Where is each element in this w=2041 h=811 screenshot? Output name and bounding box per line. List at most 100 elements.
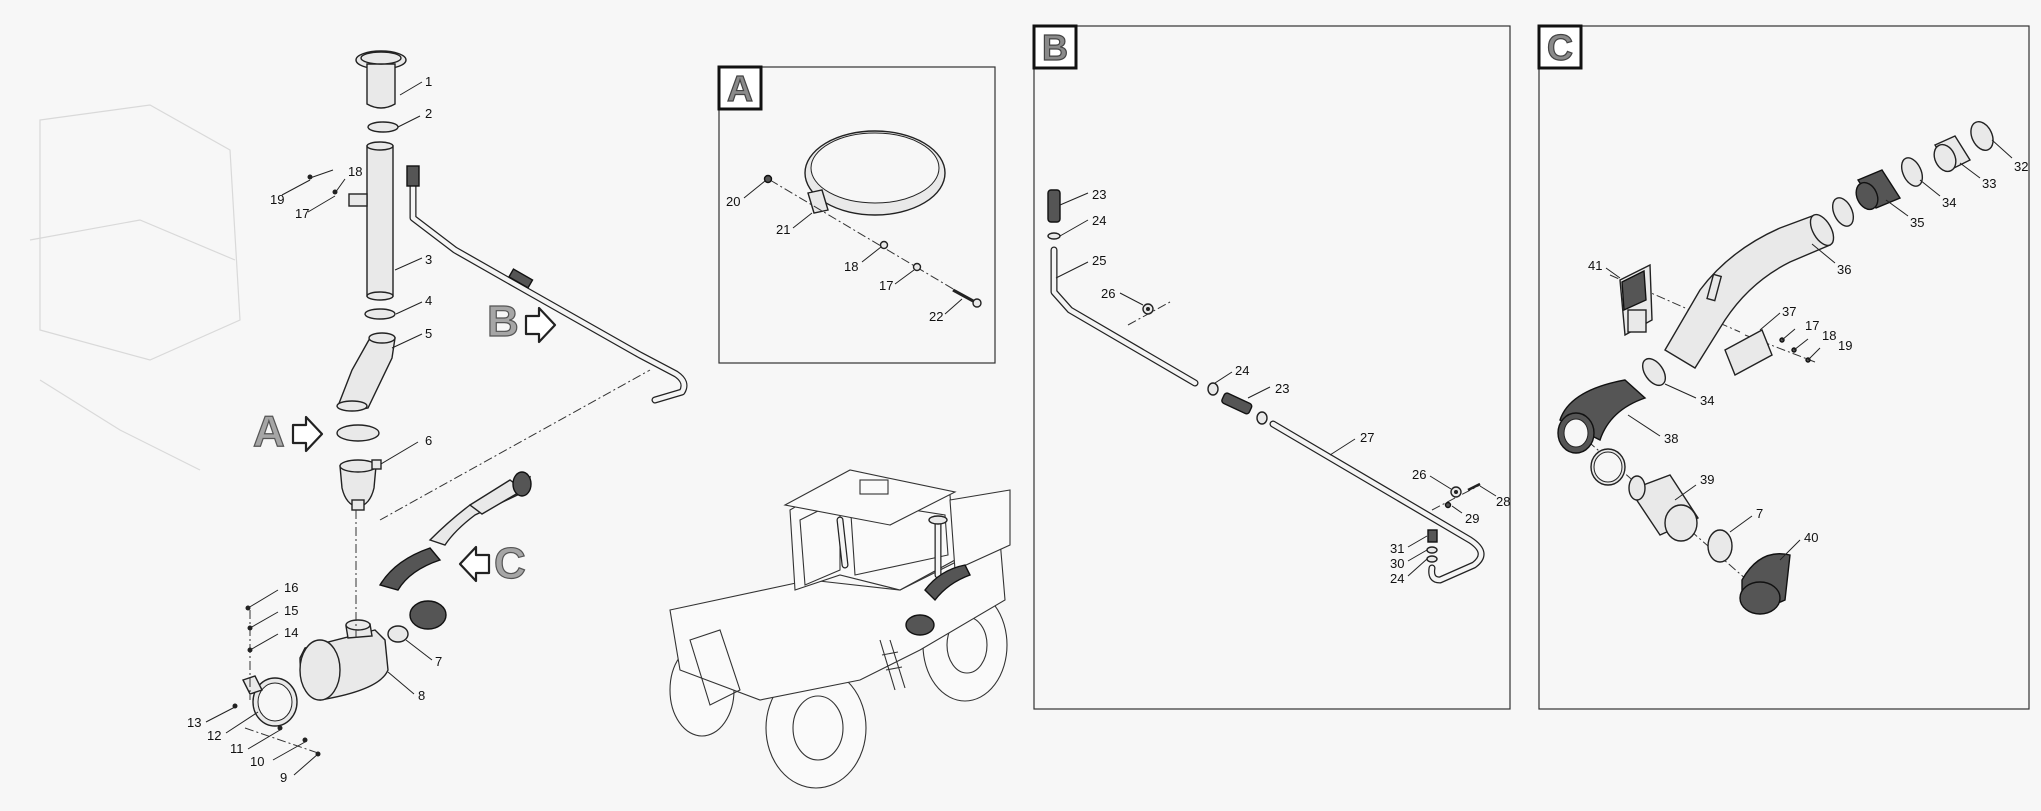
svg-text:B: B [1042, 27, 1068, 68]
panel-a-badge[interactable]: A [717, 65, 763, 111]
part-2-clamp[interactable] [367, 121, 399, 133]
label-b-24c: 24 [1390, 571, 1404, 586]
part-8-air-filter[interactable] [299, 619, 389, 701]
part-1-rain-cap[interactable] [355, 50, 407, 109]
part-24-clamp-mid-a[interactable] [1207, 382, 1219, 396]
label-b-28: 28 [1496, 494, 1510, 509]
label-c-38: 38 [1664, 431, 1678, 446]
label-4: 4 [425, 293, 432, 308]
axis-line-b-top [1127, 301, 1171, 326]
panel-a: A 20 21 18 17 22 [717, 65, 996, 364]
label-13: 13 [187, 715, 201, 730]
part-33-sleeve[interactable] [1930, 135, 1972, 175]
label-a-18: 18 [844, 259, 858, 274]
part-24-clamp-top[interactable] [1047, 232, 1061, 240]
label-15: 15 [284, 603, 298, 618]
part-18-washer-a[interactable] [879, 240, 889, 250]
part-4-clamp[interactable] [364, 308, 396, 320]
part-21-band-clamp[interactable] [804, 130, 946, 216]
part-37-clamp-half[interactable] [1724, 329, 1773, 376]
label-c-17: 17 [1805, 318, 1819, 333]
svg-text:A: A [727, 68, 753, 109]
part-24-clamp-mid-b[interactable] [1256, 411, 1268, 425]
label-b-27: 27 [1360, 430, 1374, 445]
label-5: 5 [425, 326, 432, 341]
panel-b-badge[interactable]: B [1032, 24, 1078, 70]
label-c-34b: 34 [1700, 393, 1714, 408]
label-b-24a: 24 [1092, 213, 1106, 228]
label-b-23a: 23 [1092, 187, 1106, 202]
label-8: 8 [418, 688, 425, 703]
part-ring-upper-c[interactable] [1829, 195, 1858, 230]
axis-line-panel-a [769, 179, 976, 303]
part-28-bolt[interactable] [1467, 482, 1481, 492]
label-2: 2 [425, 106, 432, 121]
label-c-35: 35 [1910, 215, 1924, 230]
part-39-sleeve[interactable] [1628, 474, 1700, 542]
part-34-ring-upper[interactable] [1898, 155, 1927, 190]
leader-lines-panel-b [1055, 192, 1497, 577]
callout-c[interactable]: C [458, 538, 526, 589]
main-assembly: 1 2 18 19 17 3 4 5 6 7 8 9 10 11 12 13 1… [187, 50, 688, 785]
rigid-pipe-b[interactable] [406, 165, 688, 404]
part-36-bent-pipe[interactable] [1664, 211, 1838, 369]
callout-a[interactable]: A [252, 406, 324, 457]
label-a-21: 21 [776, 222, 790, 237]
part-22-bolt[interactable] [952, 288, 982, 308]
label-b-23b: 23 [1275, 381, 1289, 396]
part-29-nut[interactable] [1444, 501, 1452, 509]
leader-lines-panel-a [743, 180, 963, 315]
part-6-precleaner[interactable] [339, 459, 382, 511]
part-26-bracket-bottom[interactable] [1450, 486, 1462, 498]
part-27-pipe[interactable] [1269, 420, 1485, 584]
part-41-bracket[interactable] [1619, 263, 1653, 337]
part-34-ring-lower[interactable] [1638, 355, 1670, 390]
label-a-22: 22 [929, 309, 943, 324]
label-6: 6 [425, 433, 432, 448]
axis-line-main-to-pipe [379, 369, 651, 521]
part-30-washer[interactable] [1426, 546, 1438, 554]
label-b-29: 29 [1465, 511, 1479, 526]
part-40-elbow[interactable] [1739, 553, 1791, 615]
label-14: 14 [284, 625, 298, 640]
part-11-band-clamp[interactable] [242, 675, 298, 727]
leader-lines-main [205, 81, 433, 776]
label-3: 3 [425, 252, 432, 267]
panel-c-badge[interactable]: C [1537, 24, 1583, 70]
background-ghost-lines [29, 104, 241, 471]
intake-duct-c[interactable] [378, 471, 532, 630]
leader-lines-panel-c [1605, 139, 2013, 561]
label-10: 10 [250, 754, 264, 769]
svg-text:B: B [487, 297, 519, 346]
part-35-hose[interactable] [1852, 169, 1902, 213]
label-c-33: 33 [1982, 176, 1996, 191]
svg-text:C: C [1547, 27, 1573, 68]
part-numbers-panel-b: 23 24 25 26 24 23 27 26 28 29 31 30 24 [1092, 187, 1510, 586]
part-26-bracket-top[interactable] [1142, 303, 1154, 315]
label-b-24b: 24 [1235, 363, 1249, 378]
part-7-ring-c[interactable] [1707, 529, 1733, 563]
label-b-30: 30 [1390, 556, 1404, 571]
panel-c: C [1537, 24, 2030, 710]
label-c-18: 18 [1822, 328, 1836, 343]
label-c-36: 36 [1837, 262, 1851, 277]
part-a-clamp-ring[interactable] [336, 424, 380, 442]
part-24-clamp-bottom[interactable] [1426, 555, 1438, 563]
part-38-elbow-hose[interactable] [1557, 379, 1647, 454]
part-17-washer-a[interactable] [912, 262, 922, 272]
label-17: 17 [295, 206, 309, 221]
label-c-40: 40 [1804, 530, 1818, 545]
part-3-intake-pipe[interactable] [348, 141, 394, 301]
part-23-hose-mid[interactable] [1221, 392, 1253, 415]
part-5-elbow[interactable] [336, 332, 396, 412]
callout-b[interactable]: B [486, 296, 557, 347]
label-18: 18 [348, 164, 362, 179]
part-20-nut[interactable] [763, 174, 773, 184]
part-25-pipe[interactable] [1050, 246, 1199, 387]
part-7-seal-ring[interactable] [387, 625, 409, 643]
label-a-20: 20 [726, 194, 740, 209]
part-31-fitting[interactable] [1427, 529, 1438, 543]
part-23-hose-top[interactable] [1047, 189, 1061, 223]
part-32-ring[interactable] [1967, 118, 1998, 154]
